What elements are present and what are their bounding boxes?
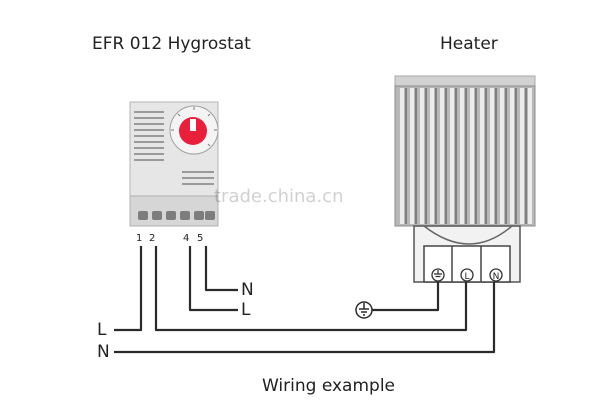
watermark: trade.china.cn (214, 186, 344, 207)
dial-knob-slot (190, 119, 196, 131)
hygrostat-vents-left (134, 111, 164, 161)
earth-ground-icon (355, 301, 373, 319)
wires (114, 246, 496, 354)
diagram-caption: Wiring example (262, 376, 396, 396)
wire-label-left-l: L (97, 320, 107, 340)
wire-label-left-n: N (97, 342, 110, 362)
svg-text:L: L (464, 272, 469, 282)
hygrostat-terminal-1-label: 1 (136, 233, 143, 244)
wire-term5-n (204, 246, 238, 292)
heater-terminal-ground (431, 268, 445, 282)
hygrostat-vents-right (182, 171, 214, 185)
hygrostat-terminal-screws (138, 211, 215, 220)
wire-ground (372, 282, 440, 312)
wire-term1-l (114, 246, 143, 332)
wire-n-heater-n (114, 282, 496, 354)
wire-label-top-l: L (241, 300, 251, 320)
svg-text:N: N (493, 272, 500, 282)
wire-term2-heater-l (154, 246, 468, 332)
hygrostat-terminal-5-label: 5 (197, 233, 204, 244)
heater-terminal-l: L (460, 268, 474, 282)
hygrostat-device (129, 101, 219, 227)
heater-device: L N (394, 75, 536, 283)
heater-fin-shadows (405, 88, 527, 224)
hygrostat-terminal-2-label: 2 (149, 233, 156, 244)
heater-title: Heater (440, 34, 498, 54)
hygrostat-terminal-4-label: 4 (183, 233, 190, 244)
heater-fins (400, 88, 532, 224)
hygrostat-title: EFR 012 Hygrostat (92, 34, 251, 54)
wire-label-top-n: N (241, 280, 254, 300)
dial-scale-ticks (171, 107, 217, 147)
heater-terminal-n: N (489, 268, 503, 282)
wire-term4-l (188, 246, 238, 312)
